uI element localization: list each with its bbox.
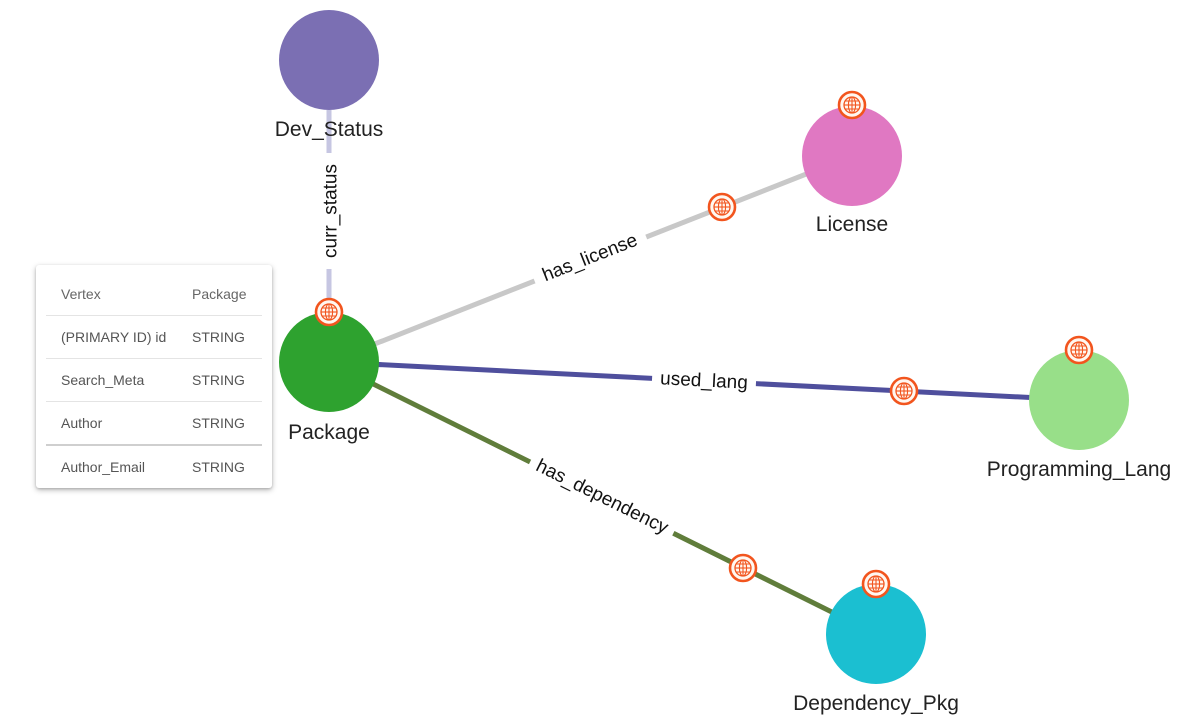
globe-icon[interactable]: [861, 569, 891, 599]
edge-label-has-license: has_license: [539, 230, 640, 286]
node-label-dev-status: Dev_Status: [275, 118, 384, 141]
header-vertex-type: Package: [192, 286, 247, 302]
attribute-type: STRING: [192, 415, 245, 431]
attribute-table: Vertex Package (PRIMARY ID) id STRING Se…: [46, 273, 262, 488]
attribute-type: STRING: [192, 372, 245, 388]
node-programming-lang[interactable]: [1029, 350, 1129, 450]
table-row: Author STRING: [46, 402, 262, 445]
edge-label-curr-status: curr_status: [321, 164, 342, 258]
node-license[interactable]: [802, 106, 902, 206]
node-label-programming-lang: Programming_Lang: [987, 458, 1171, 481]
table-row: Author_Email STRING: [46, 445, 262, 488]
table-row: Search_Meta STRING: [46, 359, 262, 402]
node-package[interactable]: [279, 312, 379, 412]
globe-icon[interactable]: [728, 553, 758, 583]
globe-icon[interactable]: [314, 297, 344, 327]
globe-icon[interactable]: [707, 192, 737, 222]
node-label-dependency-pkg: Dependency_Pkg: [793, 692, 959, 715]
node-dev-status[interactable]: [279, 10, 379, 110]
attribute-name: (PRIMARY ID) id: [61, 329, 167, 345]
attribute-name: Author: [61, 415, 103, 431]
attribute-table-header: Vertex Package: [46, 273, 262, 316]
attribute-name: Search_Meta: [61, 372, 145, 388]
attribute-name: Author_Email: [61, 459, 146, 475]
edge-label-has-dependency: has_dependency: [533, 455, 672, 538]
globe-icon[interactable]: [889, 376, 919, 406]
table-row: (PRIMARY ID) id STRING: [46, 316, 262, 359]
attribute-type: STRING: [192, 459, 245, 475]
globe-icon[interactable]: [837, 90, 867, 120]
node-dependency-pkg[interactable]: [826, 584, 926, 684]
vertex-attribute-panel: Vertex Package (PRIMARY ID) id STRING Se…: [36, 265, 272, 488]
node-label-package: Package: [288, 421, 370, 444]
globe-icon[interactable]: [1064, 335, 1094, 365]
node-label-license: License: [816, 213, 888, 236]
edge-label-used-lang: used_lang: [660, 368, 749, 393]
header-vertex: Vertex: [61, 286, 101, 302]
attribute-type: STRING: [192, 329, 245, 345]
